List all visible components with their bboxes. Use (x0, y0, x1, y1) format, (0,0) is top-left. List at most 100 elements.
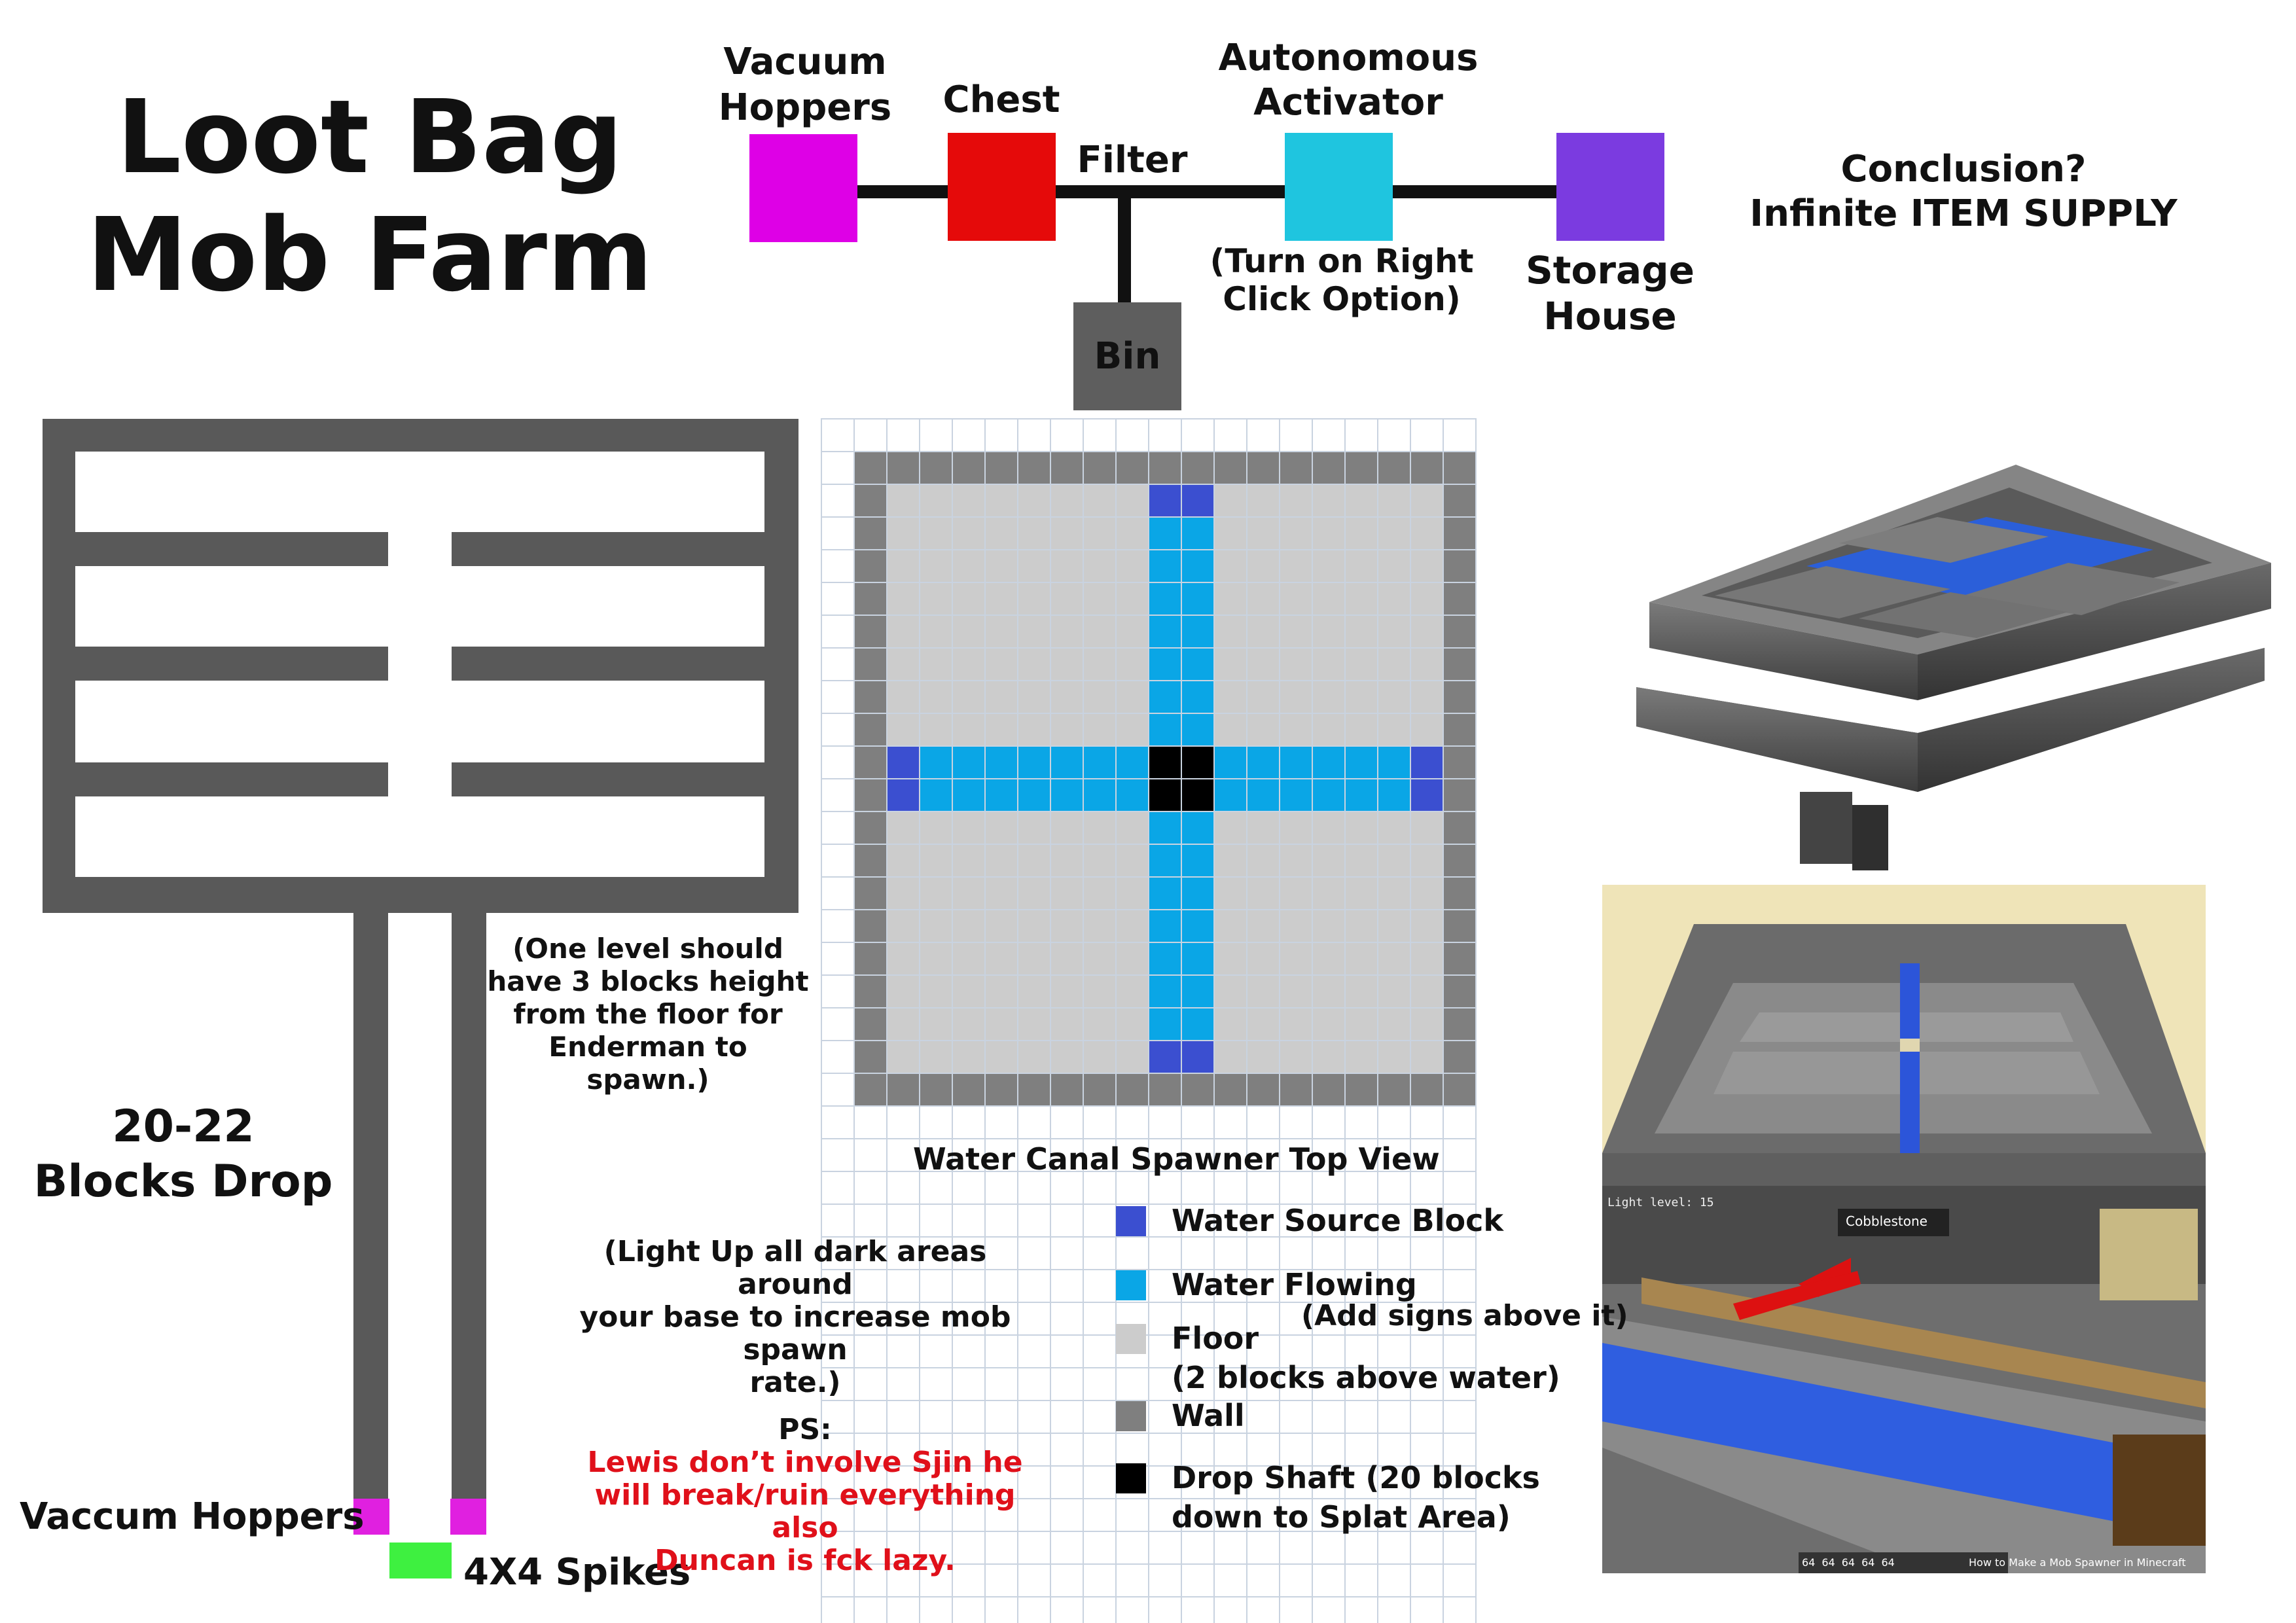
grid-cell (1148, 582, 1182, 616)
grid-cell (1017, 516, 1051, 550)
grid-cell (1410, 516, 1444, 550)
grid-cell (886, 811, 920, 845)
grid-cell (1246, 942, 1280, 976)
grid-cell (1443, 909, 1477, 943)
grid-cell (1279, 942, 1313, 976)
grid-cell (1050, 647, 1084, 681)
grid-cell (853, 615, 888, 649)
grid-cell (1213, 778, 1247, 812)
grid-cell (1410, 909, 1444, 943)
grid-cell (1050, 615, 1084, 649)
grid-cell (1017, 778, 1051, 812)
grid-cell (1115, 745, 1149, 779)
grid-cell (1377, 713, 1411, 747)
grid-cell (1115, 1433, 1149, 1467)
grid-cell (1312, 1400, 1346, 1434)
grid-cell (1213, 647, 1247, 681)
grid-cell (1443, 582, 1477, 616)
grid-cell (1148, 778, 1182, 812)
grid-cell (1181, 680, 1215, 714)
tooltip-text: Cobblestone (1846, 1213, 1928, 1229)
grid-cell (1377, 1007, 1411, 1041)
grid-cell (1083, 1007, 1117, 1041)
grid-cell (1312, 876, 1346, 910)
activator-label: Autonomous Activator (1218, 37, 1479, 124)
grid-cell (821, 582, 855, 616)
level-floor-1-right (452, 532, 764, 566)
grid-cell (1377, 1563, 1411, 1597)
grid-cell (886, 811, 920, 845)
grid-cell (1377, 516, 1411, 550)
grid-cell (952, 484, 986, 518)
grid-cell (1115, 680, 1149, 714)
grid-cell (1050, 942, 1084, 976)
grid-cell (1083, 680, 1117, 714)
grid-cell (1148, 1007, 1182, 1041)
grid-cell (1181, 1007, 1215, 1041)
grid-cell (1246, 1007, 1280, 1041)
grid-cell (1377, 909, 1411, 943)
grid-cell (821, 876, 855, 910)
grid-cell (1050, 811, 1084, 845)
grid-cell (1213, 974, 1247, 1008)
farm-left-wall (43, 419, 75, 913)
grid-cell (1083, 516, 1117, 550)
grid-cell (1312, 811, 1346, 845)
grid-cell (1083, 745, 1117, 779)
grid-cell (1246, 778, 1280, 812)
grid-cell (1344, 1105, 1378, 1139)
hoppers-label: Vaccum Hoppers (20, 1495, 365, 1538)
grid-cell (1443, 1007, 1477, 1041)
grid-cell (1246, 1563, 1280, 1597)
grid-cell (1213, 1596, 1247, 1623)
grid-cell (919, 1040, 953, 1074)
grid-cell (1410, 778, 1444, 812)
grid-cell (1050, 1040, 1084, 1074)
grid-cell (886, 615, 920, 649)
drop-shaft-right-wall (452, 910, 486, 1499)
grid-cell (886, 974, 920, 1008)
grid-cell (919, 1073, 953, 1107)
grid-cell (1213, 549, 1247, 583)
grid-cell (919, 451, 953, 485)
grid-cell (1344, 909, 1378, 943)
grid-cell (1115, 1040, 1149, 1074)
grid-cell (1083, 909, 1117, 943)
grid-cell (1083, 1269, 1117, 1303)
grid-cell (1279, 680, 1313, 714)
grid-cell (1377, 1040, 1411, 1074)
grid-cell (952, 942, 986, 976)
grid-cell (1213, 1563, 1247, 1597)
grid-cell (1377, 647, 1411, 681)
grid-cell (1443, 516, 1477, 550)
grid-cell (1377, 647, 1411, 681)
grid-cell (1312, 549, 1346, 583)
grid-cell (1083, 549, 1117, 583)
grid-cell (1279, 713, 1313, 747)
grid-cell (821, 484, 855, 518)
grid-cell (1017, 942, 1051, 976)
grid-cell (886, 909, 920, 943)
grid-cell (1181, 516, 1215, 550)
grid-cell (1410, 1073, 1444, 1107)
grid-cell (1213, 1007, 1247, 1041)
grid-cell (1312, 811, 1346, 845)
grid-cell (853, 549, 888, 583)
grid-cell (1148, 942, 1182, 976)
grid-cell (1344, 1400, 1378, 1434)
grid-cell (1050, 1531, 1084, 1565)
grid-cell (1410, 844, 1444, 878)
grid-cell (1246, 778, 1280, 812)
grid-cell (1148, 811, 1182, 845)
grid-cell (1213, 745, 1247, 779)
grid-cell (1181, 549, 1215, 583)
grid-cell (1181, 876, 1215, 910)
activator-box (1285, 133, 1393, 241)
grid-cell (919, 647, 953, 681)
grid-cell (1377, 745, 1411, 779)
grid-cell (984, 1040, 1018, 1074)
grid-cell (1246, 451, 1280, 485)
grid-cell (821, 451, 855, 485)
grid-cell (1050, 484, 1084, 518)
grid-cell (1148, 615, 1182, 649)
